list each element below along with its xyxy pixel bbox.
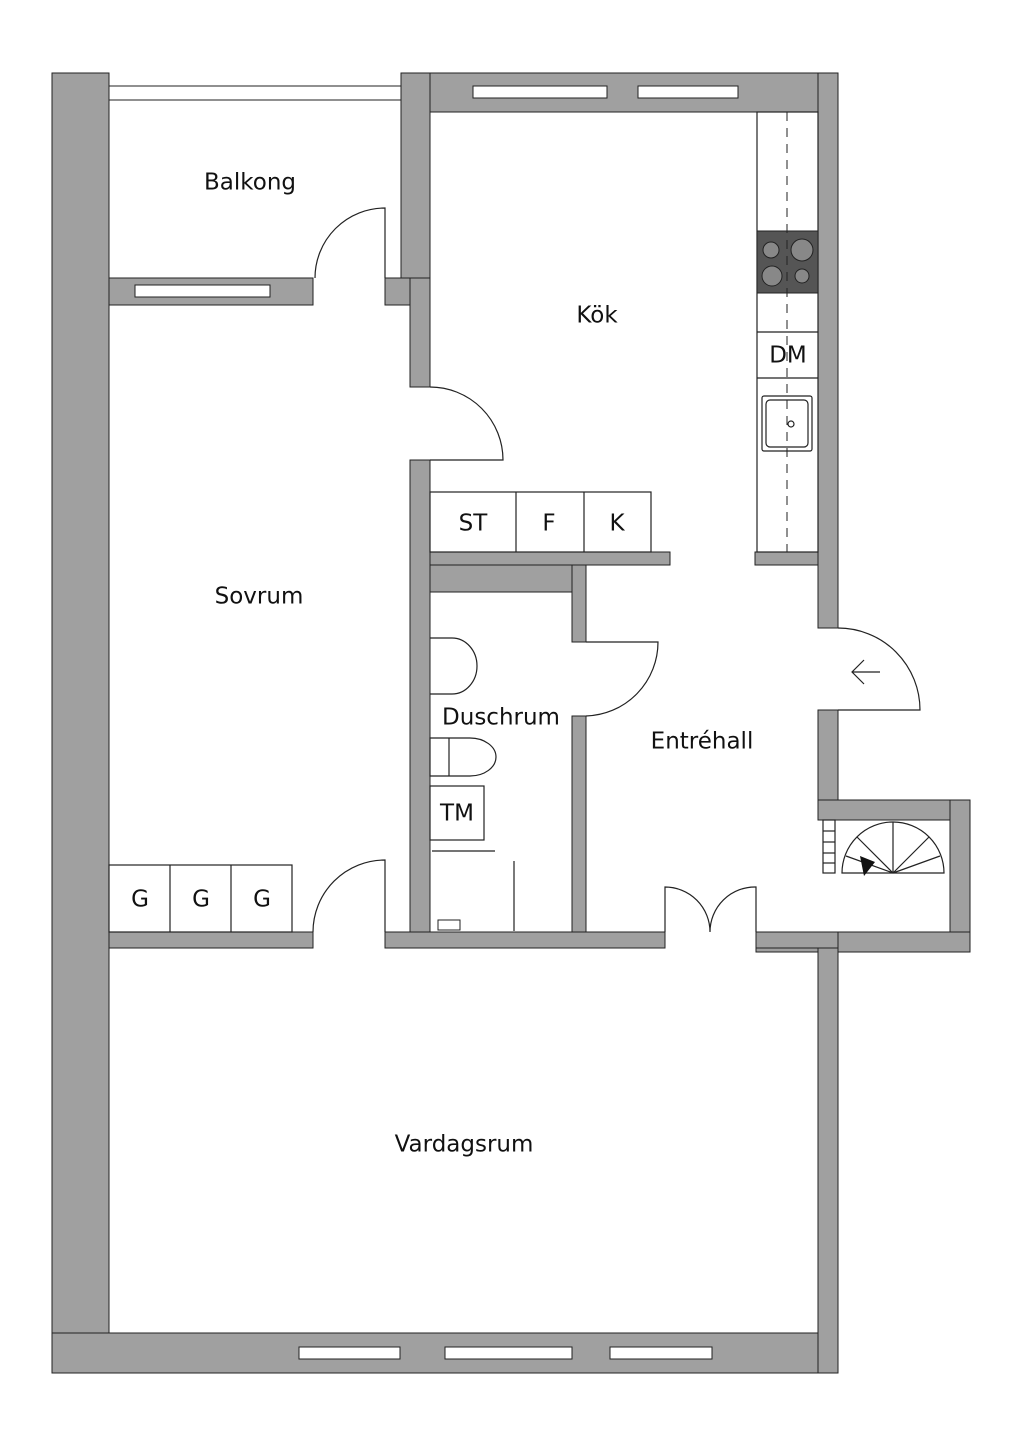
washer-box: [429, 785, 485, 841]
bathroom-fixtures: [429, 637, 515, 931]
toilet-icon: [429, 737, 497, 777]
washer-label: TM: [439, 801, 474, 827]
walls: [51, 72, 971, 1374]
room-label-bedroom: Sovrum: [215, 584, 304, 610]
room-label-living-room: Vardagsrum: [395, 1132, 534, 1158]
windows: [108, 85, 739, 1360]
bathroom-door: [585, 641, 659, 717]
room-label-entrance-hall: Entréhall: [651, 729, 754, 755]
washbasin-icon: [430, 637, 478, 695]
wardrobe-label: G: [253, 887, 271, 913]
room-label-shower-room: Duschrum: [442, 705, 560, 731]
room-label-balcony: Balkong: [204, 170, 296, 196]
shower-mixer-icon: [437, 919, 461, 931]
room-label-kitchen: Kök: [576, 303, 618, 329]
kitchen-counter: [756, 111, 819, 553]
cabinet-label-f: F: [542, 511, 555, 537]
doors: [312, 207, 921, 933]
entrance-door: [837, 627, 921, 711]
wardrobe-label: G: [131, 887, 149, 913]
bedroom-door: [312, 859, 386, 933]
wardrobe-label: G: [192, 887, 210, 913]
balcony-railing: [108, 85, 402, 101]
balcony-door: [314, 207, 386, 279]
cabinets: [108, 491, 652, 933]
cabinet-label-st: ST: [459, 511, 489, 537]
kitchen-door: [429, 386, 504, 461]
living-room-double-door: [664, 886, 757, 933]
spiral-stair-icon: [822, 819, 945, 876]
cabinet-label-k: K: [609, 511, 625, 537]
dishwasher-label: DM: [769, 343, 807, 369]
entry-arrow-icon: [851, 659, 880, 685]
